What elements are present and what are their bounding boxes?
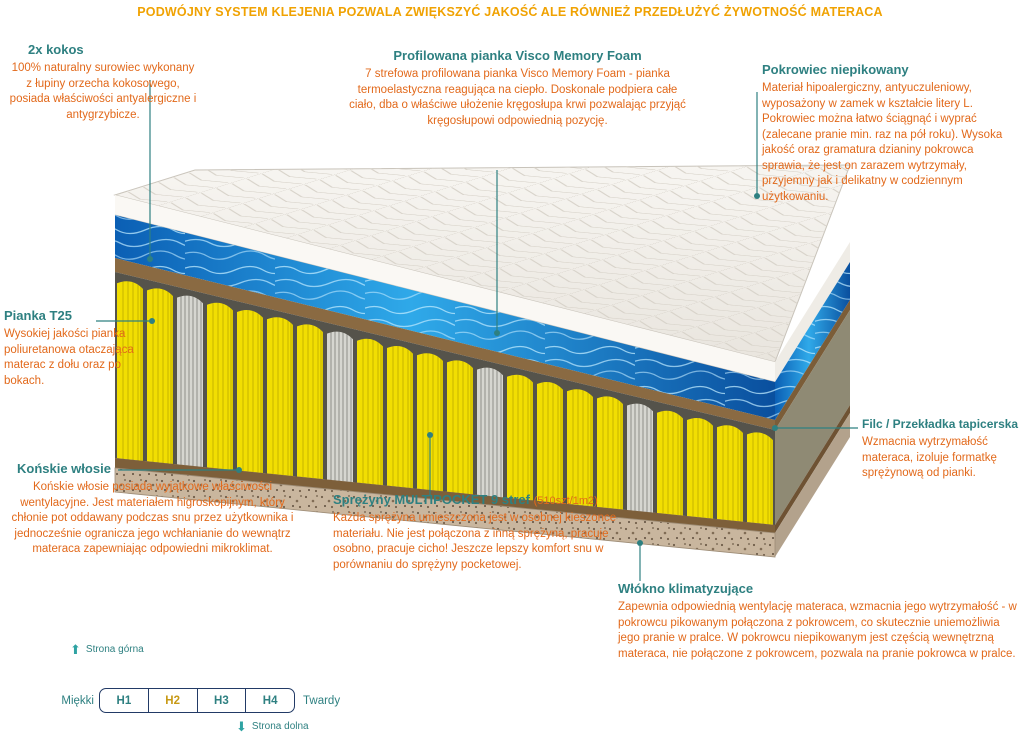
arrow-down-icon: ⬇ bbox=[236, 719, 247, 734]
sprezyny-subtitle-text: (510szt/1m2) bbox=[533, 495, 598, 507]
leader-konskie-dot bbox=[236, 467, 242, 473]
hardness-scale: ⬆ Strona górna Miękki H1 H2 H3 H4 Twardy… bbox=[40, 643, 370, 733]
leader-dots bbox=[147, 193, 778, 546]
bottom-side-label: Strona dolna bbox=[251, 721, 309, 732]
arrow-up-icon: ⬆ bbox=[70, 642, 81, 657]
callout-wlokno-title: Włókno klimatyzujące bbox=[618, 581, 754, 596]
callout-sprezyny-title: Sprężyny MULTIPOCKET 9 stref (510szt/1m2… bbox=[333, 492, 618, 507]
leader-filc-dot bbox=[772, 425, 778, 431]
hardness-h4: H4 bbox=[262, 694, 278, 707]
leader-pokrowiec-dot bbox=[754, 193, 760, 199]
mattress-end-face bbox=[775, 242, 850, 557]
top-side-row: ⬆ Strona górna bbox=[70, 643, 370, 656]
bottom-side-row: ⬇ Strona dolna bbox=[236, 720, 370, 733]
callout-pokrowiec: Pokrowiec niepikowany Materiał hipoalerg… bbox=[762, 62, 1018, 205]
callout-filc-body: Wzmacnia wytrzymałość materaca, izoluje … bbox=[862, 436, 997, 479]
callout-filc-title: Filc / Przekładka tapicerska bbox=[862, 417, 1019, 431]
leader-t25-dot bbox=[149, 318, 155, 324]
page-title: PODWÓJNY SYSTEM KLEJENIA POZWALA ZWIĘKSZ… bbox=[137, 5, 883, 19]
callout-wlokno: Włókno klimatyzujące Zapewnia odpowiedni… bbox=[618, 581, 1018, 662]
layer-springs bbox=[115, 281, 775, 525]
hardness-row: Miękki H1 H2 H3 H4 Twardy bbox=[40, 688, 370, 713]
leader-lines bbox=[96, 80, 858, 581]
callout-kokos: 2x kokos 100% naturalny surowiec wykonan… bbox=[8, 42, 198, 123]
cover-zigzag-pattern bbox=[115, 165, 850, 362]
hardness-h1: H1 bbox=[100, 689, 149, 712]
leader-wlokno-dot bbox=[637, 540, 643, 546]
hardness-levels: H1 H2 H3 H4 bbox=[99, 688, 295, 713]
layer-base bbox=[114, 467, 776, 558]
callout-visco: Profilowana pianka Visco Memory Foam 7 s… bbox=[345, 48, 690, 129]
sprezyny-title-text: Sprężyny MULTIPOCKET 9 stref bbox=[333, 492, 530, 507]
callout-kokos-title: 2x kokos bbox=[28, 42, 84, 57]
layer-kokos-top bbox=[115, 258, 775, 430]
leader-kokos-dot bbox=[147, 256, 153, 262]
hard-label: Twardy bbox=[303, 694, 341, 707]
leader-sprezyny-dot bbox=[427, 432, 433, 438]
hardness-h2-selected: H2 bbox=[149, 689, 198, 712]
soft-label: Miękki bbox=[61, 694, 94, 707]
visco-wave-texture bbox=[115, 215, 775, 420]
callout-pianka-t25-title: Pianka T25 bbox=[4, 308, 72, 323]
layer-filc bbox=[115, 458, 775, 533]
callout-wlokno-body: Zapewnia odpowiednią wentylację materaca… bbox=[618, 601, 1017, 660]
callout-kokos-body: 100% naturalny surowiec wykonany z łupin… bbox=[9, 62, 197, 121]
leader-visco-dot bbox=[494, 330, 500, 336]
callout-visco-body: 7 strefowa profilowana pianka Visco Memo… bbox=[349, 68, 686, 127]
layer-cover-edge bbox=[115, 195, 775, 382]
callout-konskie-wlosie-body: Końskie włosie posiada wyjątkowe właściw… bbox=[11, 481, 294, 555]
callout-sprezyny-body: Każda sprężyna umieszczona jest w osobne… bbox=[333, 512, 617, 571]
callout-pianka-t25-body: Wysokiej jakości pianka poliuretanowa ot… bbox=[4, 328, 134, 387]
callout-pianka-t25: Pianka T25 Wysokiej jakości pianka poliu… bbox=[4, 308, 159, 389]
top-side-label: Strona górna bbox=[85, 644, 144, 655]
callout-visco-title: Profilowana pianka Visco Memory Foam bbox=[393, 48, 642, 63]
hardness-h3: H3 bbox=[198, 689, 247, 712]
callout-pokrowiec-body: Materiał hipoalergiczny, antyuczuleniowy… bbox=[762, 82, 1003, 203]
callout-filc: Filc / Przekładka tapicerska Wzmacnia wy… bbox=[862, 417, 1020, 482]
callout-pokrowiec-title: Pokrowiec niepikowany bbox=[762, 62, 909, 77]
callout-konskie-wlosie-title: Końskie włosie bbox=[17, 461, 111, 476]
callout-sprezyny: Sprężyny MULTIPOCKET 9 stref (510szt/1m2… bbox=[333, 492, 618, 573]
callout-konskie-wlosie: Końskie włosie Końskie włosie posiada wy… bbox=[5, 461, 300, 558]
